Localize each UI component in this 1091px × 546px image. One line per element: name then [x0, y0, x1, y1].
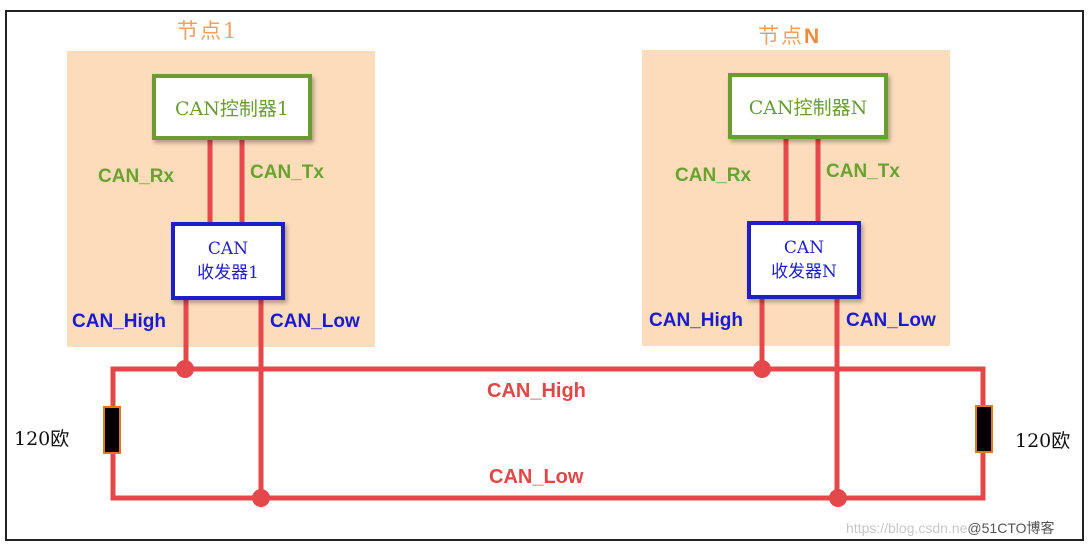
node-1-transceiver-line1: CAN [207, 239, 249, 259]
node-1-controller: CAN控制器1 [152, 74, 312, 140]
node-1-high-label: CAN_High [72, 311, 166, 332]
junction-node-1-low [252, 489, 270, 507]
junction-node-1-high [176, 360, 194, 378]
node-n-transceiver: CAN 收发器N [747, 221, 861, 299]
bus-high-label: CAN_High [487, 380, 586, 402]
node-1-tx-label: CAN_Tx [250, 162, 324, 183]
node-1-title: 节点1 [177, 15, 238, 45]
node-1-transceiver-line2: 收发器1 [197, 263, 259, 283]
bus-low-wire [110, 450, 986, 501]
node-n-high-label: CAN_High [649, 310, 743, 331]
node-n-transceiver-line2: 收发器N [771, 262, 837, 282]
node-n-controller-label: CAN控制器N [748, 96, 868, 119]
junction-node-n-high [753, 360, 771, 378]
node-n-rx-label: CAN_Rx [675, 165, 752, 186]
node-n-title-suffix: N [804, 25, 822, 48]
watermark: https://blog.csdn.ne@51CTO博客 [846, 518, 1055, 538]
bus-low-label: CAN_Low [489, 466, 584, 488]
node-1-controller-label: CAN控制器1 [175, 97, 289, 120]
node-n-low-label: CAN_Low [846, 310, 936, 331]
right-terminator-resistor [975, 405, 993, 453]
node-1-transceiver: CAN 收发器1 [171, 222, 285, 300]
node-1-rx-label: CAN_Rx [98, 166, 175, 187]
node-1-title-prefix: 节点 [177, 19, 223, 43]
node-1-low-label: CAN_Low [270, 311, 360, 332]
node-n-title: 节点N [758, 20, 821, 50]
watermark-source: @51CTO博客 [967, 520, 1055, 536]
watermark-url: https://blog.csdn.ne [846, 520, 968, 536]
junction-node-n-low [829, 489, 847, 507]
bus-high-wire [110, 366, 986, 412]
node-1-title-suffix: 1 [223, 19, 239, 43]
left-terminator-resistor [103, 406, 121, 454]
node-n-tx-label: CAN_Tx [826, 161, 900, 182]
node-n-controller: CAN控制器N [728, 73, 888, 139]
left-terminator-label: 120欧 [14, 428, 70, 450]
right-terminator-label: 120欧 [1015, 430, 1071, 452]
node-n-title-prefix: 节点 [758, 24, 804, 48]
node-n-transceiver-line1: CAN [783, 238, 825, 258]
